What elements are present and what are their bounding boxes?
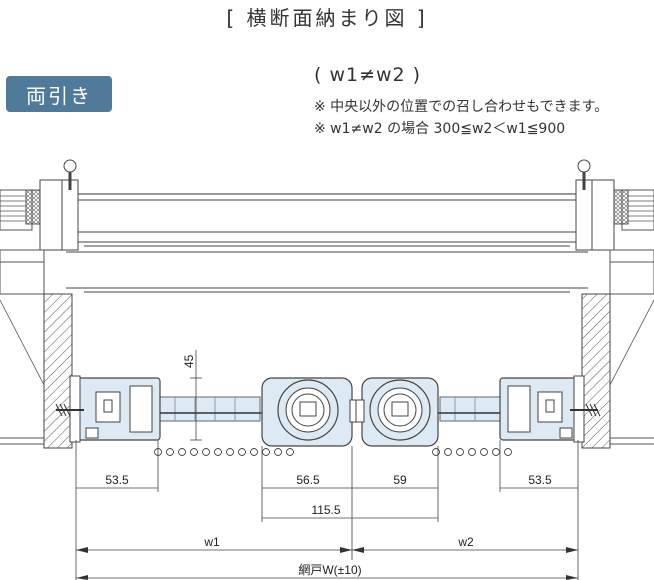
- page-title: [ 横断面納まり図 ]: [226, 6, 428, 30]
- left-side-unit: [55, 375, 161, 443]
- right-side-unit: [499, 375, 601, 443]
- type-badge: 両引き: [6, 76, 112, 112]
- dim-total-width-label: 網戸W(±10): [298, 563, 361, 577]
- dim-53-5-left-label: 53.5: [105, 473, 129, 487]
- right-meeting-unit: [355, 377, 439, 447]
- dim-56-5-label: 56.5: [296, 473, 320, 487]
- dim-45-label: 45: [182, 354, 196, 368]
- dim-53-5-right-label: 53.5: [528, 473, 552, 487]
- left-meeting-unit: [261, 377, 359, 447]
- formula-label: ( w1≠w2 ): [314, 64, 422, 86]
- left-wall: [0, 159, 79, 449]
- dim-w1-label: w1: [203, 535, 220, 549]
- upper-frame: [66, 193, 588, 293]
- note-line-2: ※ w1≠w2 の場合 300≦w2＜w1≦900: [314, 121, 566, 137]
- dimension-arrows: [76, 547, 578, 580]
- note-line-1: ※ 中央以外の位置での召し合わせもできます。: [314, 99, 609, 115]
- dim-59-label: 59: [393, 473, 407, 487]
- dimension-lines: [75, 350, 579, 580]
- chain-right: [432, 448, 512, 456]
- dim-w2-label: w2: [457, 535, 474, 549]
- chain-left: [154, 448, 294, 456]
- dim-115-5-label: 115.5: [311, 503, 340, 517]
- right-wall: [575, 159, 654, 449]
